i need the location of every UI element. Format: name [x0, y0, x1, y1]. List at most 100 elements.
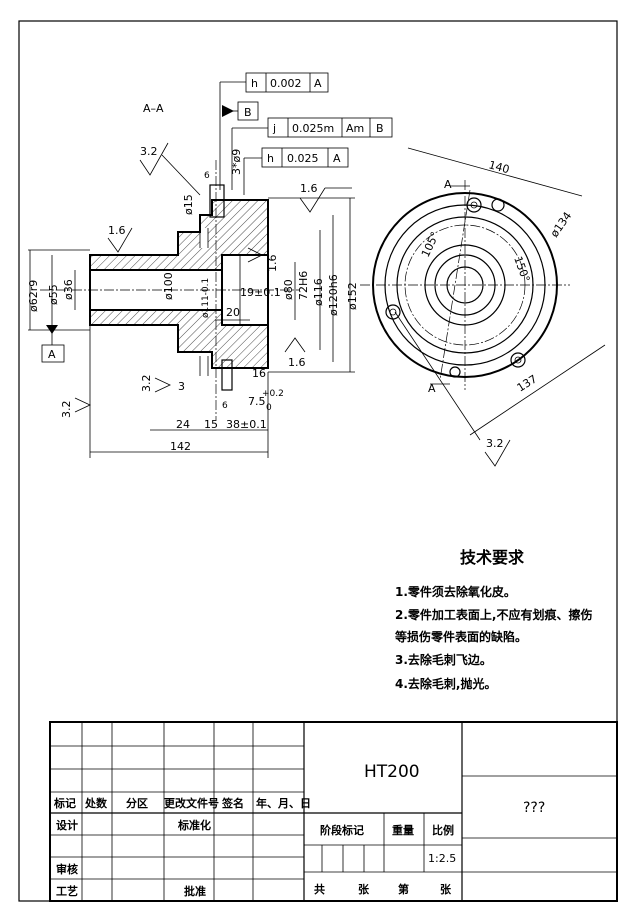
tb-material: HT200 — [364, 762, 420, 782]
svg-text:A: A — [314, 77, 322, 90]
note-2b: 等损伤零件表面的缺陷。 — [394, 629, 527, 644]
tb-nth: 第 — [398, 882, 409, 896]
fcf-3: h 0.025 A — [243, 147, 349, 195]
svg-text:B: B — [244, 106, 252, 119]
dim-d62: ø62r9 — [27, 280, 40, 312]
svg-text:3.2: 3.2 — [140, 375, 153, 393]
dim-d72: 72H6 — [297, 271, 310, 300]
section-label: A–A — [143, 102, 164, 115]
dim-d16: 16 — [252, 367, 266, 380]
section-view: A–A ø62r9 ø55 ø36 A — [27, 72, 393, 458]
tb-scale: 1:2.5 — [428, 852, 456, 865]
end-view: A A 140 ø134 105° 150° 137 3.2 — [360, 147, 606, 467]
svg-text:1.6: 1.6 — [266, 255, 279, 273]
svg-text:3.2: 3.2 — [140, 145, 158, 158]
section-mark-a1: A — [444, 178, 452, 191]
tb-sheet2: 张 — [440, 882, 452, 896]
dim-d36: ø36 — [62, 279, 75, 300]
roughness-2: 1.6 — [299, 182, 352, 213]
bolt-hole-top — [209, 184, 225, 218]
dim-d55: ø55 — [47, 284, 60, 305]
svg-text:0.002: 0.002 — [270, 77, 302, 90]
svg-text:B: B — [376, 122, 384, 135]
tb-sheet1: 张 — [358, 882, 370, 896]
note-2: 2.零件加工表面上,不应有划痕、擦伤 — [395, 607, 592, 622]
notes-title: 技术要求 — [460, 548, 525, 567]
roughness-7: 3.2 — [60, 397, 91, 419]
technical-requirements: 技术要求 1.零件须去除氧化皮。 2.零件加工表面上,不应有划痕、擦伤 等损伤零… — [394, 548, 592, 691]
part-outline — [89, 199, 269, 369]
roughness-4: 1.6 — [247, 247, 279, 273]
tb-scale-label: 比例 — [432, 823, 454, 837]
dim-d80: ø80 — [282, 279, 295, 300]
svg-text:Am: Am — [346, 122, 364, 135]
note-3: 3.去除毛刺飞边。 — [395, 652, 492, 667]
dim-d24: 24 — [176, 418, 190, 431]
tb-stage: 阶段标记 — [320, 823, 364, 837]
fcf-1: h 0.002 A — [219, 72, 329, 190]
dim-d116: ø116 — [312, 278, 325, 306]
hdr-sign: 签名 — [221, 796, 244, 810]
tb-standard: 标准化 — [177, 818, 211, 832]
dim-d6: 6 — [204, 171, 210, 181]
title-block: 标记 处数 分区 更改文件号 签名 年、月、日 设计 标准化 审核 工艺 批准 … — [49, 721, 618, 902]
note-4: 4.去除毛刺,抛光。 — [395, 676, 496, 691]
svg-text:3.2: 3.2 — [486, 437, 504, 450]
svg-text:0.025m: 0.025m — [292, 122, 334, 135]
dim-d100: ø100 — [162, 272, 175, 300]
datum-b: B — [222, 101, 259, 121]
roughness-8: 3.2 — [484, 437, 511, 467]
svg-text:0.025: 0.025 — [287, 152, 319, 165]
section-mark-a2: A — [428, 382, 436, 395]
fcf-2: j 0.025m Am B — [231, 117, 393, 190]
dim-d6b: 6 — [222, 401, 228, 411]
dim-d20: 20 — [226, 306, 240, 319]
svg-text:3.2: 3.2 — [60, 401, 73, 419]
svg-text:h: h — [251, 77, 258, 90]
dim-d134: ø134 — [548, 210, 575, 240]
tb-approve: 批准 — [184, 884, 206, 898]
dim-d120: ø120h6 — [327, 274, 340, 316]
svg-text:j: j — [272, 122, 276, 135]
tb-weight: 重量 — [392, 823, 414, 837]
roughness-5: 1.6 — [284, 337, 306, 369]
tb-process: 工艺 — [56, 884, 78, 898]
hole-void-bot — [200, 356, 208, 376]
note-1: 1.零件须去除氧化皮。 — [395, 584, 516, 599]
dim-d3: 3 — [178, 380, 185, 393]
roughness-3: 1.6 — [107, 224, 133, 253]
dim-d111: ø111-0.1 — [201, 278, 211, 318]
tb-part-name: ??? — [523, 800, 545, 816]
datum-a-box — [41, 344, 65, 363]
svg-text:h: h — [267, 152, 274, 165]
dim-d0: 0 — [266, 403, 272, 413]
roughness-6: 3.2 — [140, 375, 171, 393]
dim-d15: ø15 — [182, 194, 195, 215]
svg-text:1.6: 1.6 — [108, 224, 126, 237]
svg-text:1.6: 1.6 — [300, 182, 318, 195]
bolt-hole-bottom — [221, 359, 233, 391]
dim-d15b: 15 — [204, 418, 218, 431]
hole-void-top — [200, 228, 208, 248]
dim-d140: 140 — [487, 158, 511, 176]
tb-design: 设计 — [56, 818, 78, 832]
dim-d75-tol: +0.2 — [262, 389, 284, 399]
dim-d75: 7.5 — [248, 395, 266, 408]
dim-d38: 38±0.1 — [226, 418, 267, 431]
dim-d142: 142 — [170, 440, 191, 453]
hdr-count: 处数 — [84, 796, 108, 810]
dim-d3x9: 3*ø9 — [230, 149, 243, 175]
svg-text:A: A — [333, 152, 341, 165]
hdr-change-doc: 更改文件号 — [164, 796, 219, 810]
tb-total: 共 — [314, 882, 325, 896]
roughness-1: 3.2 — [139, 142, 201, 196]
dim-d150: 150° — [511, 255, 532, 284]
hdr-zone: 分区 — [126, 796, 148, 810]
hdr-date: 年、月、日 — [256, 796, 311, 810]
svg-text:1.6: 1.6 — [288, 356, 306, 369]
hdr-mark: 标记 — [53, 796, 76, 810]
dim-d19: 19±0.1 — [240, 286, 281, 299]
dim-d152: ø152 — [346, 282, 359, 310]
tb-review: 审核 — [56, 862, 78, 876]
datum-a: A — [48, 348, 56, 361]
